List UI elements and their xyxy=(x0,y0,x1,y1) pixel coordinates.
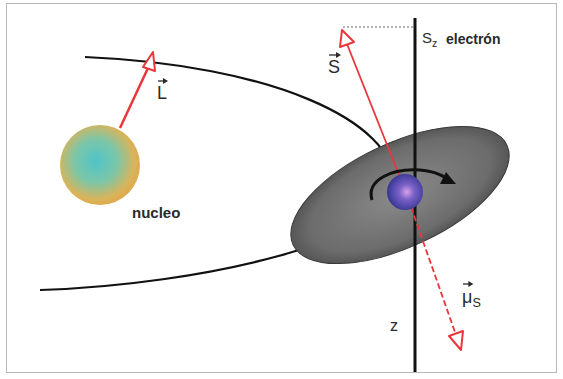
rotation-arrow xyxy=(371,170,446,200)
vector-accent xyxy=(158,80,165,81)
rotation-arrow-head xyxy=(440,172,456,184)
axis-label: z xyxy=(390,318,398,334)
l-vector-head xyxy=(143,52,155,71)
component-label: Sz xyxy=(422,30,437,45)
s-vector xyxy=(347,44,405,190)
vector-accent xyxy=(329,54,338,55)
sz-projection xyxy=(343,27,414,28)
vector-label: μS xyxy=(462,288,481,306)
nucleus-sphere xyxy=(60,125,140,205)
mu-vector-head xyxy=(449,331,463,350)
spin-disc xyxy=(271,98,529,292)
vector-accent xyxy=(463,283,470,284)
s-vector-head xyxy=(340,30,354,47)
frame xyxy=(7,4,557,373)
electron-sphere xyxy=(387,174,423,210)
mu-vector xyxy=(405,190,456,335)
vector-label: S xyxy=(328,58,340,76)
part-label: nucleo xyxy=(132,205,180,220)
part-label: electrón xyxy=(446,32,500,46)
vector-label: L xyxy=(157,84,167,102)
l-vector xyxy=(120,68,148,128)
vector-accent-head xyxy=(468,281,473,287)
